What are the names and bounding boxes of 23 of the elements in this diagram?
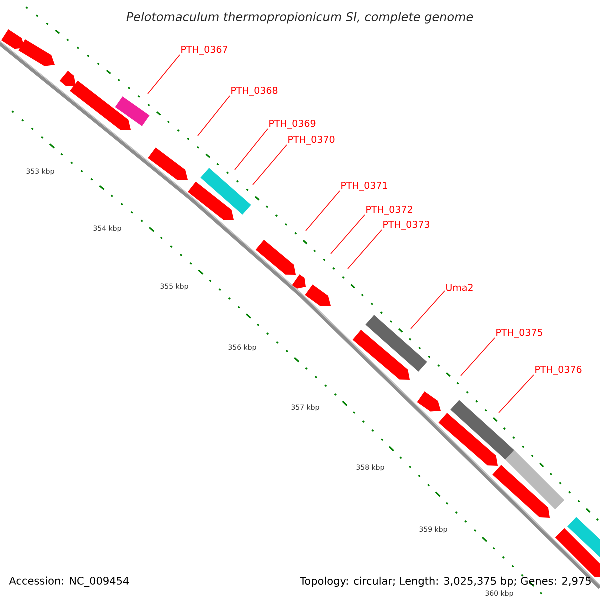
leader-line xyxy=(498,374,534,414)
genome-info-text: Topology: circular; Length: 3,025,375 bp; Genes: 2,975 xyxy=(300,576,591,588)
title: Pelotomaculum thermopropionicum SI, complete genome xyxy=(126,12,474,24)
gene-label: PTH_0372 xyxy=(366,206,412,216)
gene-label: PTH_0367 xyxy=(182,46,228,56)
leader-line xyxy=(348,230,382,270)
leader-line xyxy=(198,96,230,136)
leader-line xyxy=(460,338,496,376)
gene-label: PTH_0368 xyxy=(232,87,278,96)
gene-label: PTH_0375 xyxy=(496,329,542,338)
leader-line xyxy=(148,54,180,94)
leader-line xyxy=(252,144,288,186)
accession-text: Accession: NC_009454 xyxy=(9,576,130,588)
leader-line xyxy=(410,290,446,330)
gene-label: PTH_0376 xyxy=(536,366,582,376)
leader-line xyxy=(234,128,268,170)
gene-label: PTH_0369 xyxy=(270,120,316,130)
leader-line xyxy=(330,214,366,254)
gene-label: PTH_0370 xyxy=(288,136,335,146)
gene-label: PTH_0371 xyxy=(342,182,388,192)
gene-label: PTH_0373 xyxy=(384,221,430,230)
gene-label: Uma2 xyxy=(446,284,473,292)
leader-line xyxy=(306,190,340,232)
